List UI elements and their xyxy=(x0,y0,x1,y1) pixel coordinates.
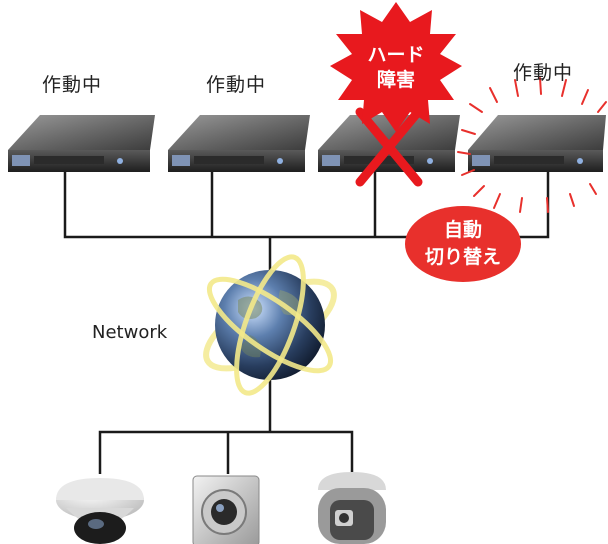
server-3-failed xyxy=(318,115,460,172)
server-4-status-label: 作動中 xyxy=(513,62,574,84)
server-1-status-label: 作動中 xyxy=(42,74,103,96)
server-1 xyxy=(8,115,155,172)
fault-starburst-icon xyxy=(330,2,462,132)
network-label: Network xyxy=(92,322,168,343)
network-globe-icon xyxy=(203,254,337,396)
activation-rays-icon xyxy=(457,77,607,213)
server-2 xyxy=(168,115,310,172)
dome-camera-icon xyxy=(56,478,144,544)
server-4-standby xyxy=(468,115,606,172)
failover-badge-line1: 自動 xyxy=(443,219,482,241)
fault-x-icon xyxy=(355,107,423,187)
fault-badge-line2: 障害 xyxy=(376,69,415,91)
failover-badge-line2: 切り替え xyxy=(424,246,501,268)
server-2-status-label: 作動中 xyxy=(206,74,267,96)
fault-badge-line1: ハード xyxy=(367,44,425,66)
ptz-camera-icon xyxy=(318,472,386,544)
failover-badge xyxy=(405,206,521,282)
box-camera-icon xyxy=(192,475,260,544)
camera-bus-line xyxy=(98,430,354,474)
